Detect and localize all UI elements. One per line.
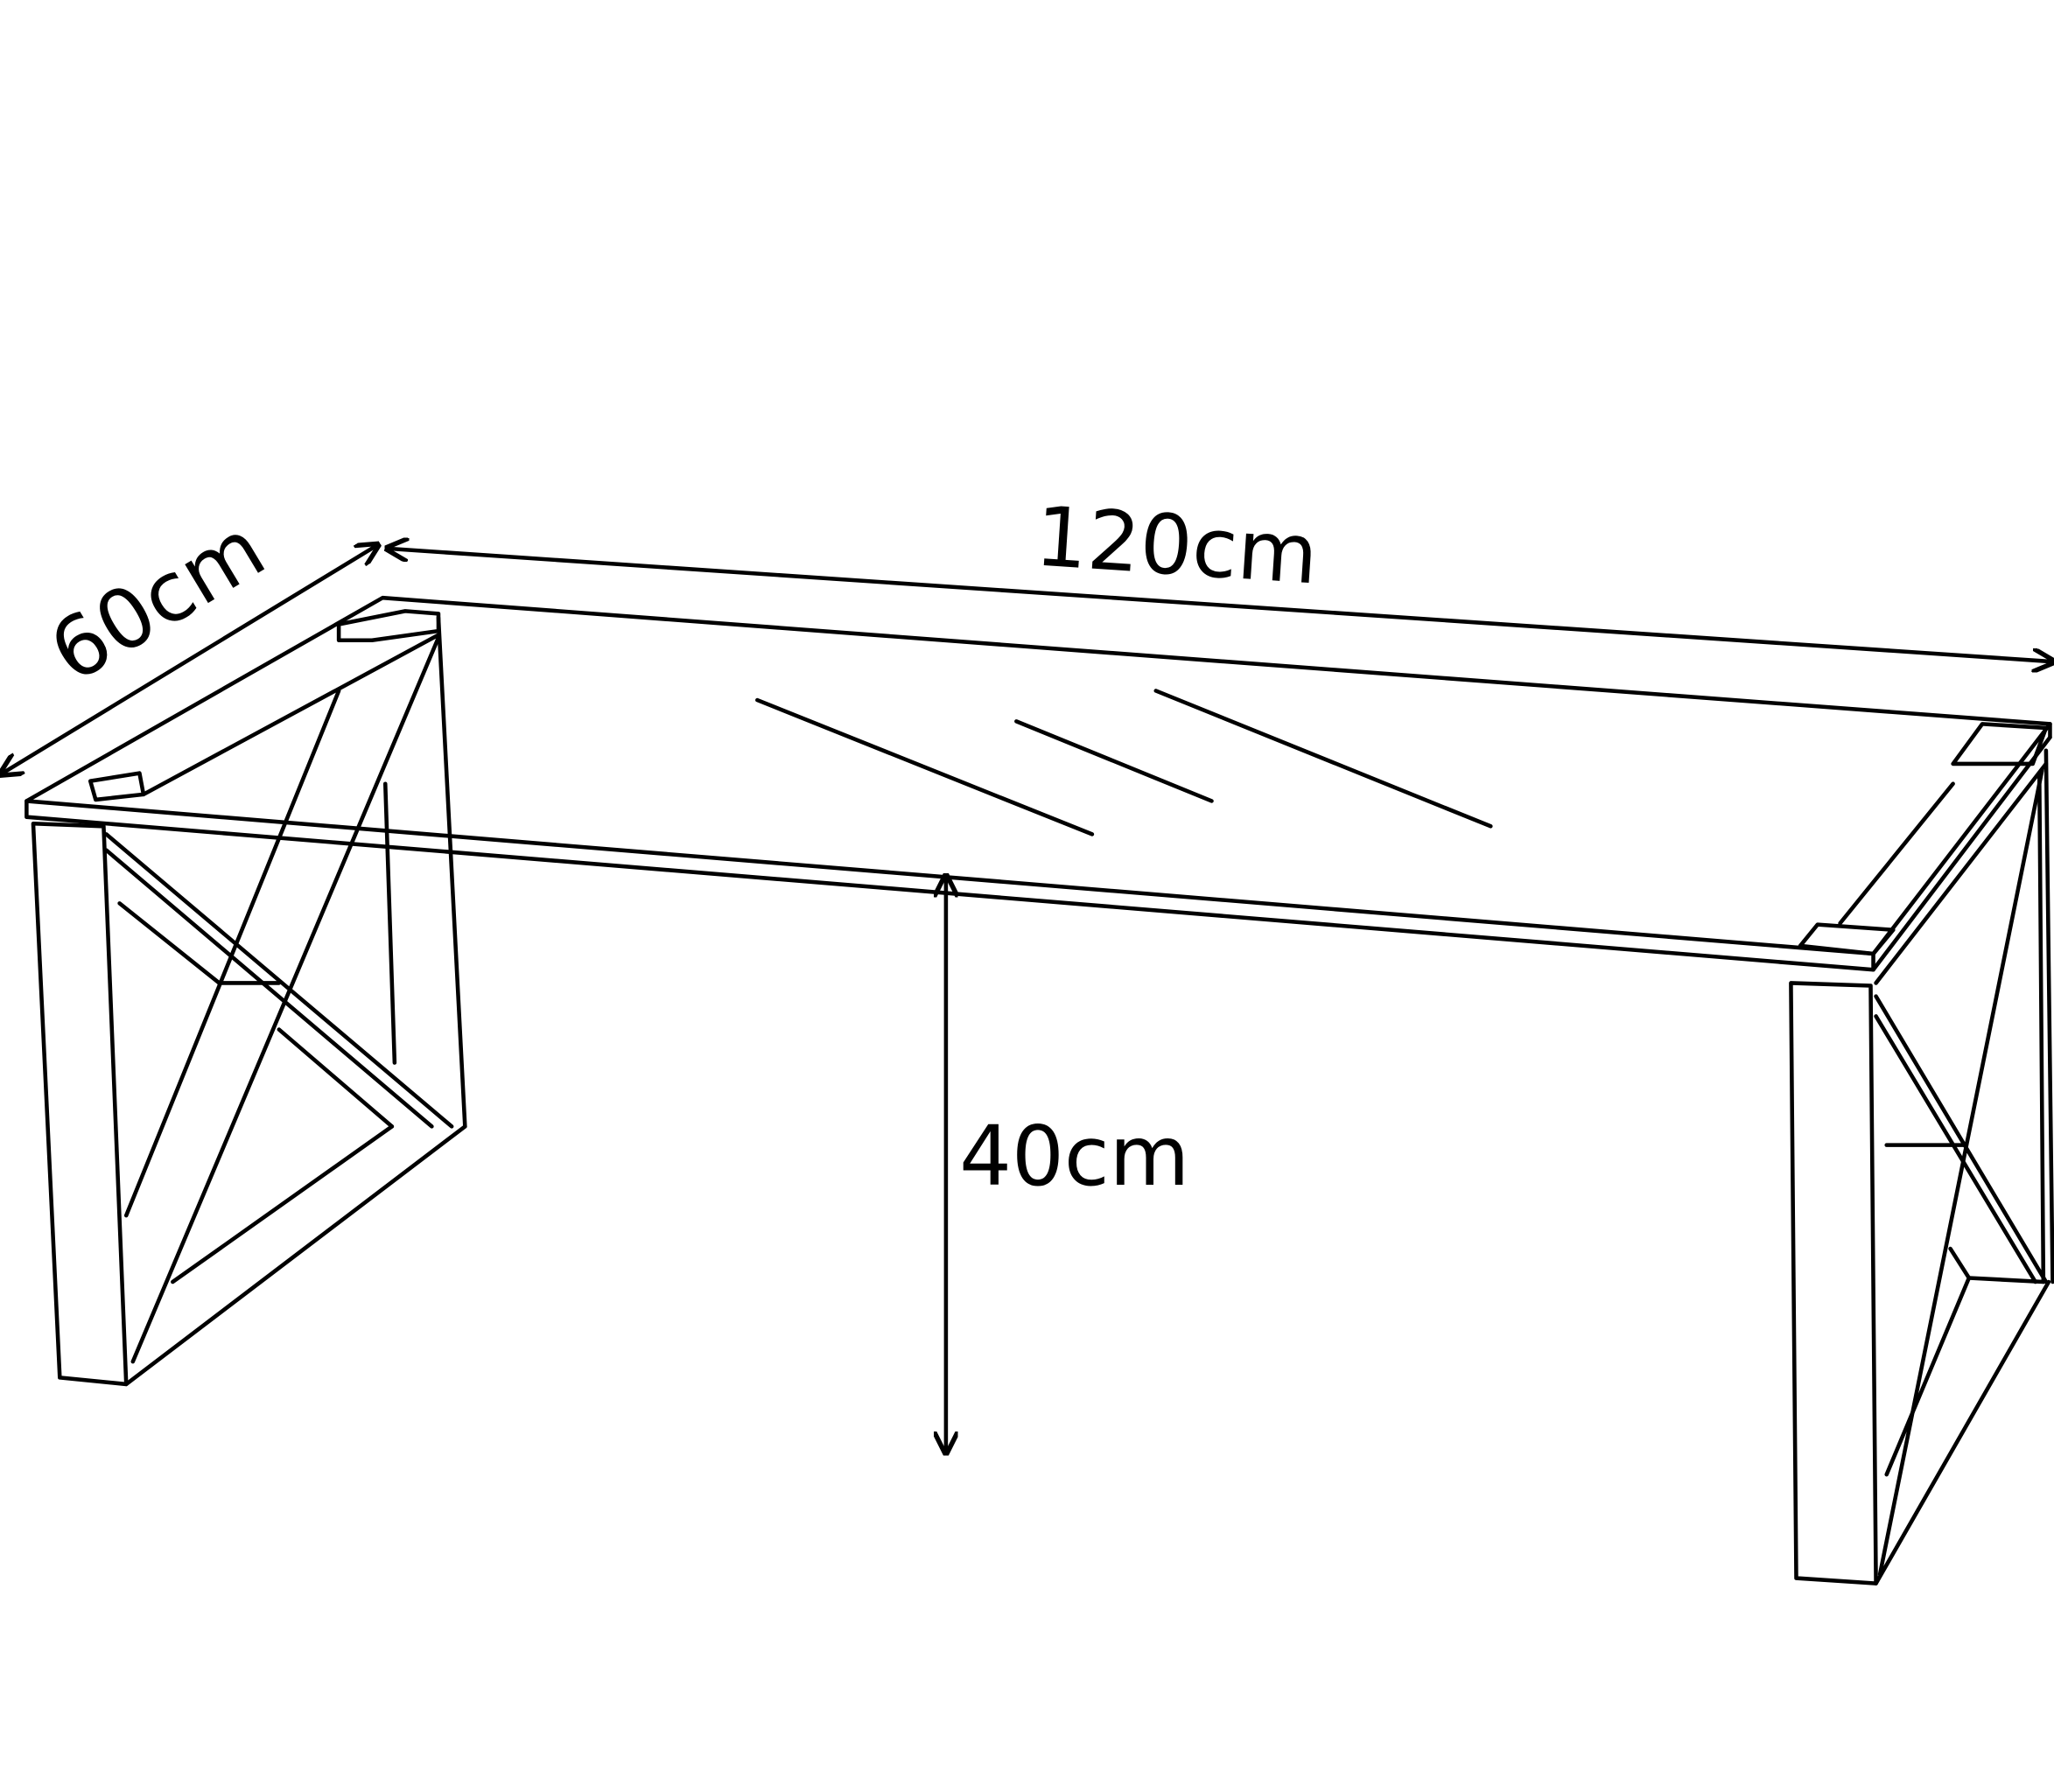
depth-label: 60cm bbox=[34, 501, 281, 702]
length-label: 120cm bbox=[1033, 489, 1321, 603]
dimension-arrows bbox=[3, 546, 2051, 1451]
glass-reflection bbox=[755, 689, 1493, 836]
height-label: 40cm bbox=[959, 1110, 1189, 1205]
right-leg-frame bbox=[1789, 722, 2054, 1586]
glass-tabletop bbox=[25, 595, 2052, 972]
left-leg-frame bbox=[31, 609, 467, 1387]
depth-arrow bbox=[3, 546, 376, 774]
length-arrow bbox=[389, 549, 2051, 662]
